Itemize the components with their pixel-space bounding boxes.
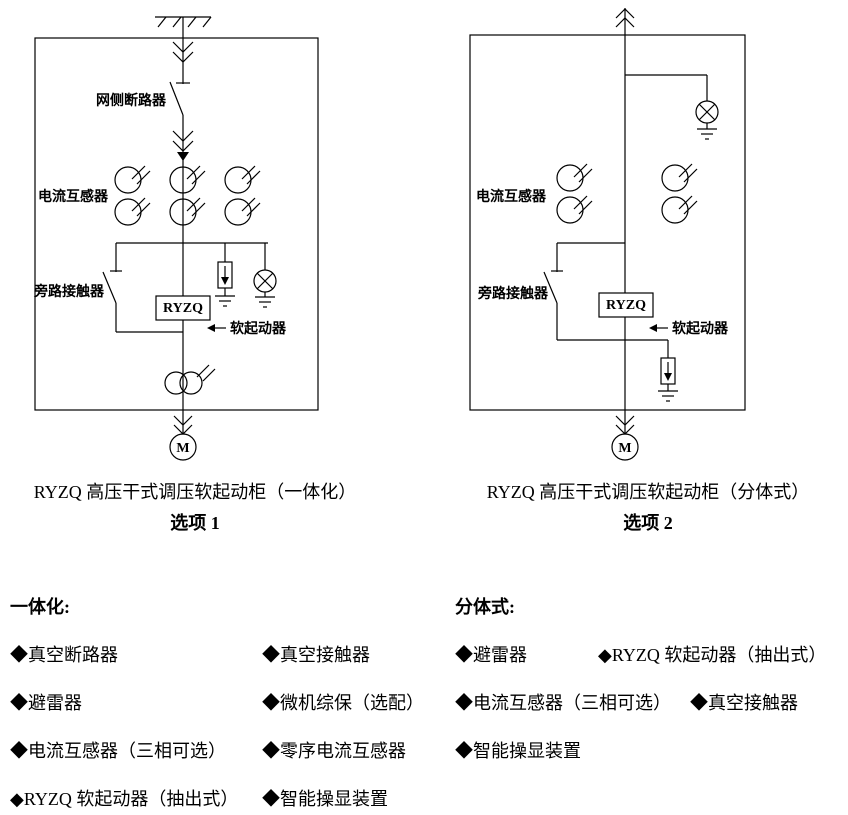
ct-bank-icon (556, 163, 698, 224)
ct-label: 电流互感器 (476, 188, 547, 205)
list-item: ◆避雷器 (455, 645, 527, 665)
grid-breaker-label: 网侧断路器 (96, 92, 167, 109)
motor-icon (611, 433, 639, 461)
list-item: ◆真空断路器 (10, 645, 118, 665)
ground-icon (255, 296, 275, 308)
drawout-contact-icon (172, 130, 194, 161)
cabinet-outline (34, 37, 319, 411)
arrester-icon (625, 339, 676, 391)
list-item: ◆电流互感器（三相可选） (455, 693, 671, 713)
left-diagram: 网侧断路器 电流互感器 旁路接触器 RYZQ 软起动器 M (33, 16, 319, 461)
ryzq-box (598, 292, 654, 318)
list-item: ◆避雷器 (10, 693, 82, 713)
bypass-branch (543, 242, 625, 341)
drawout-contact-icon (615, 8, 635, 28)
motor-label: M (176, 441, 189, 456)
drawout-contact-icon (172, 41, 194, 63)
ct-label: 电流互感器 (38, 188, 109, 205)
circuit-diagrams: 网侧断路器 电流互感器 旁路接触器 RYZQ 软起动器 M (33, 8, 746, 461)
breaker-icon (169, 81, 190, 116)
bypass-contactor-label: 旁路接触器 (33, 283, 105, 300)
split-heading: 分体式: (455, 597, 515, 617)
motor-icon (169, 433, 197, 461)
integrated-heading: 一体化: (10, 597, 70, 617)
bypass-branch (102, 242, 268, 333)
ryzq-box (155, 295, 211, 321)
bypass-contactor-label: 旁路接触器 (477, 285, 549, 302)
ground-icon (215, 295, 235, 307)
list-item: ◆智能操显装置 (455, 741, 581, 761)
left-option-label: 选项 1 (170, 513, 220, 533)
soft-starter-label: 软起动器 (672, 320, 729, 337)
ryzq-box-label: RYZQ (163, 301, 203, 316)
motor-label: M (618, 441, 631, 456)
list-item: ◆真空接触器 (262, 645, 370, 665)
list-item: ◆微机综保（选配） (262, 693, 424, 713)
lamp-icon (253, 243, 277, 297)
soft-starter-arrow-icon (207, 324, 226, 332)
right-diagram: 电流互感器 旁路接触器 RYZQ 软起动器 M (469, 8, 746, 461)
ryzq-box-label: RYZQ (606, 298, 646, 313)
ct-bank-icon (114, 165, 261, 226)
soft-starter-arrow-icon (649, 324, 668, 332)
list-item: ◆RYZQ 软起动器（抽出式） (598, 645, 827, 665)
list-item: ◆智能操显装置 (262, 789, 388, 809)
cabinet-outline (469, 34, 746, 411)
list-item: ◆零序电流互感器 (262, 741, 406, 761)
arrester-icon (217, 243, 233, 296)
right-option-label: 选项 2 (623, 513, 673, 533)
list-item: ◆真空接触器 (690, 693, 798, 713)
outlet-ct-icon (164, 364, 216, 395)
ground-icon (658, 390, 678, 402)
list-item: ◆RYZQ 软起动器（抽出式） (10, 789, 239, 809)
left-diagram-caption: RYZQ 高压干式调压软起动柜（一体化） (33, 482, 357, 502)
ground-icon (697, 128, 717, 140)
right-diagram-caption: RYZQ 高压干式调压软起动柜（分体式） (486, 482, 810, 502)
lamp-icon (625, 74, 719, 129)
soft-starter-label: 软起动器 (230, 320, 287, 337)
list-item: ◆电流互感器（三相可选） (10, 741, 226, 761)
